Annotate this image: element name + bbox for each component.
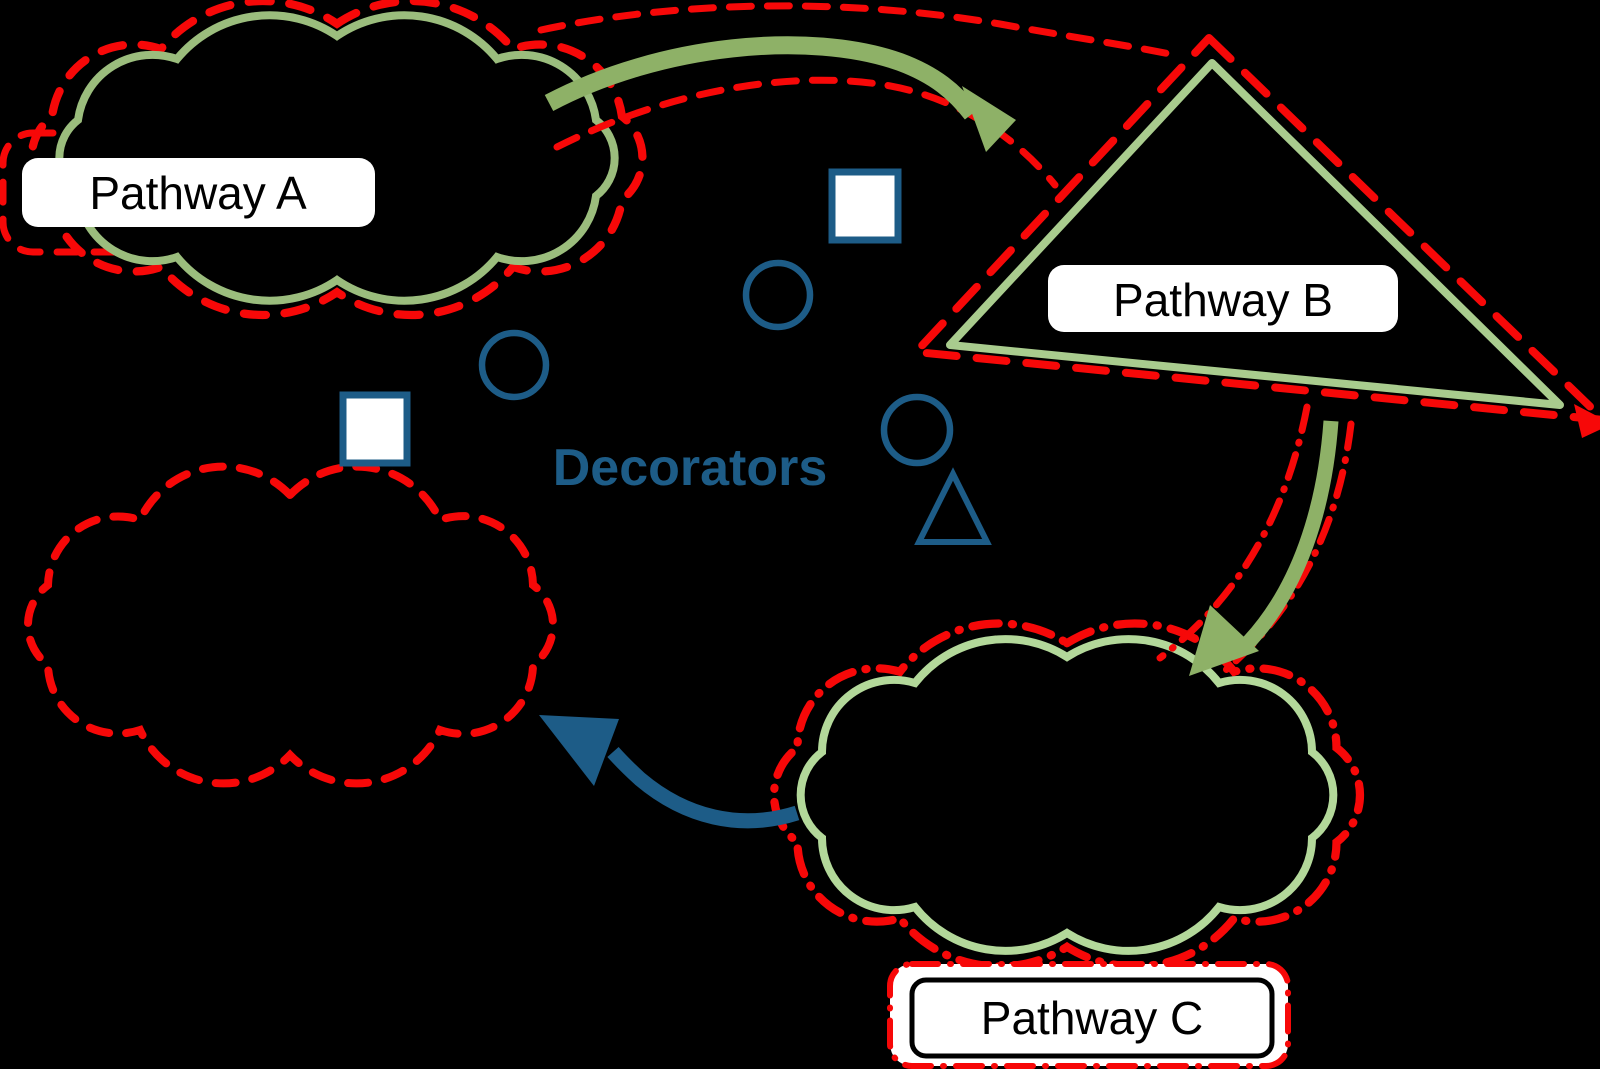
cloud-a-dashed-outline bbox=[27, 0, 647, 320]
cloud-c-dash-dot-outline bbox=[769, 619, 1365, 971]
green-arrow-shaft bbox=[544, 36, 980, 120]
pathway-c-label: Pathway C bbox=[981, 992, 1203, 1044]
green-arrow-head bbox=[962, 86, 1016, 152]
decorator-circle-icon bbox=[880, 393, 954, 467]
arrow-cloud-a-to-triangle-b bbox=[537, 2, 1174, 189]
decorators-title: Decorators bbox=[553, 439, 828, 497]
decorator-triangle-icon bbox=[914, 467, 992, 545]
pathway-a-label-box bbox=[22, 158, 375, 227]
blue-arrow-head bbox=[539, 715, 619, 786]
pathway-b-label-group: Pathway B bbox=[1048, 265, 1398, 332]
pathway-b-label-box bbox=[1048, 265, 1398, 332]
pathway-a-label-group: Pathway A bbox=[22, 158, 375, 227]
decorators-group: Decorators bbox=[339, 168, 992, 545]
decorator-square-icon bbox=[828, 168, 902, 244]
arrow-triangle-b-to-cloud-c bbox=[1156, 403, 1355, 679]
decorator-circle-icon bbox=[478, 329, 550, 401]
pathway-c-label-group: Pathway C bbox=[887, 961, 1291, 1069]
blue-arrow-shaft bbox=[607, 747, 800, 829]
green-arrow-head bbox=[1189, 605, 1259, 676]
pathway-c-label-box bbox=[909, 977, 1275, 1059]
pathway-a-label: Pathway A bbox=[89, 167, 307, 219]
cloud-c bbox=[769, 619, 1365, 971]
green-arrow-shaft bbox=[1236, 420, 1339, 655]
decorator-square-icon bbox=[339, 391, 411, 467]
decorator-circle-icon bbox=[742, 259, 814, 331]
triangle-b-dashed-outline bbox=[912, 34, 1600, 424]
arrow-cloud-c-to-cloud-bottom-left bbox=[539, 715, 800, 829]
cloud-c-shape bbox=[796, 635, 1338, 955]
red-dashed-arrow-head bbox=[1574, 404, 1600, 438]
pathway-b-label: Pathway B bbox=[1113, 274, 1333, 326]
corridor-upper-red-dashed bbox=[537, 2, 1174, 58]
cloud-bottom-left-dashed-outline bbox=[24, 462, 557, 788]
corridor-left-red-dash-dot bbox=[1156, 403, 1311, 662]
